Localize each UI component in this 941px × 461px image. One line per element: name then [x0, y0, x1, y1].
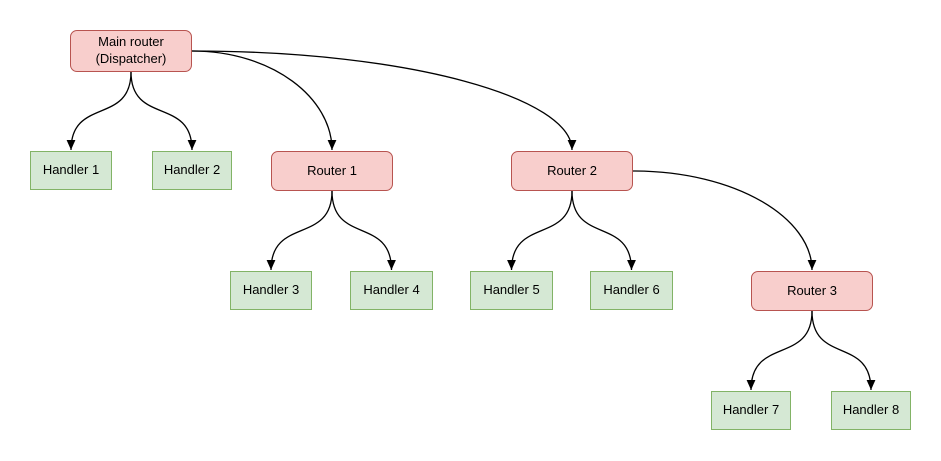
edge-main-to-h1	[66, 71, 132, 151]
edge-r3-to-h7	[746, 310, 813, 391]
node-handler-7: Handler 7	[711, 391, 791, 430]
node-label: Router 1	[307, 162, 357, 178]
node-handler-5: Handler 5	[470, 271, 553, 310]
node-handler-2: Handler 2	[152, 151, 232, 190]
node-label: Router 2	[547, 162, 597, 178]
node-handler-8: Handler 8	[831, 391, 911, 430]
node-label: Handler 4	[363, 282, 420, 298]
node-label: Handler 3	[242, 282, 300, 298]
node-label: Handler 7	[722, 402, 780, 418]
edge-r3-to-h8	[811, 310, 876, 391]
edge-main-to-r2	[191, 50, 577, 151]
node-handler-4: Handler 4	[350, 271, 433, 310]
node-label: Main router (Dispatcher)	[95, 34, 167, 66]
node-label: Handler 1	[42, 162, 100, 178]
node-handler-6: Handler 6	[590, 271, 673, 310]
node-handler-1: Handler 1	[30, 151, 112, 190]
edge-r2-to-h6	[571, 190, 636, 271]
edge-main-to-h2	[130, 71, 197, 151]
edge-r1-to-h3	[266, 190, 333, 271]
edge-r1-to-h4	[331, 190, 396, 271]
node-router-2: Router 2	[511, 151, 633, 191]
edge-main-to-r1	[191, 50, 337, 151]
edge-r2-to-h5	[507, 190, 573, 271]
node-label: Router 3	[787, 282, 837, 298]
node-handler-3: Handler 3	[230, 271, 312, 310]
node-label: Handler 6	[603, 282, 660, 298]
node-router-1: Router 1	[271, 151, 393, 191]
node-label: Handler 5	[483, 282, 540, 298]
node-main-router-dispatcher: Main router (Dispatcher)	[70, 30, 192, 72]
node-router-3: Router 3	[751, 271, 873, 311]
edge-r2-to-r3	[632, 170, 817, 271]
node-label: Handler 8	[842, 402, 900, 418]
node-label: Handler 2	[163, 162, 221, 178]
